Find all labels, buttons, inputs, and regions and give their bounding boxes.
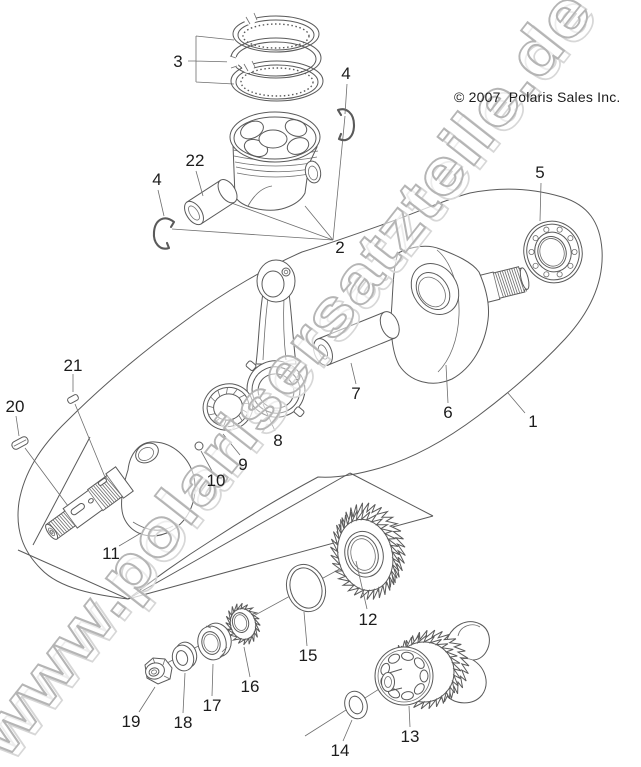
copyright-notice: © 2007 Polaris Sales Inc. [454,89,621,105]
castellation-notches [206,626,227,657]
callout-balance-washer: 14 [331,741,350,760]
left-counterweight [121,442,195,536]
spanner-nut [194,620,235,663]
circlip-left [154,218,174,248]
balance-shaft [375,622,489,709]
parts [11,13,591,722]
rod-beam [256,293,296,364]
ring-set-bracket [188,36,234,84]
lock-washer [221,599,265,649]
callout-flat-washer: 18 [174,713,193,732]
crankpin-bore-boss [401,254,468,323]
callout-circlip-left: 4 [152,170,161,189]
section-fold-line [33,437,90,545]
callout-needle-bearing: 9 [238,455,247,474]
connecting-rod [239,260,313,425]
callout-crankpin: 7 [351,384,360,403]
piston-ring-set [227,13,323,101]
woodruff-key-small [67,394,80,404]
crankpin [310,309,403,368]
callout-dowel-pin: 10 [207,471,226,490]
compression-ring-top [233,16,319,52]
callout-main-bearing: 5 [535,163,544,182]
piston-crown-detail [238,117,311,160]
balance-washer [341,688,371,721]
woodruff-key [11,435,30,450]
rod-big-end [239,353,313,425]
callout-woodruff-key-small: 21 [64,356,83,375]
right-shaft [476,264,532,303]
gear-section-boundary [18,473,433,599]
piston-skirt [233,145,317,210]
callout-hex-nut: 19 [122,712,141,731]
callout-crankshaft-assembly: 1 [528,412,537,431]
left-shaft [40,467,133,546]
callout-piston-pin: 22 [186,151,205,170]
piston-pin [181,176,241,228]
balance-shaft-stub [382,673,395,692]
piston [230,112,323,210]
needle-bearing [198,378,258,435]
skirt-arch [248,186,272,206]
o-ring [281,559,332,616]
callout-crankshaft-left-half: 11 [102,544,120,563]
callout-connecting-rod: 8 [273,431,282,450]
piston-group-fan-lines [172,116,345,240]
main-bearing [516,214,590,291]
callout-spanner-nut: 17 [203,696,222,715]
crankcase-envelope-outline [18,189,602,599]
hex-nut [144,658,172,684]
keyway-slot [70,502,86,516]
callout-primary-drive-gear: 12 [359,610,378,629]
crankpin-bore-boss-left [132,439,162,467]
circlip-right [338,109,354,140]
callout-piston-ring-set: 3 [173,52,182,71]
flat-washer [169,640,199,674]
bearing-balls [529,227,577,277]
callout-piston-assembly: 2 [335,238,344,257]
leader-lines [16,84,541,741]
crankshaft-left-half [40,439,195,546]
oil-control-ring [231,61,323,101]
roller-cage-bars [203,383,253,431]
rod-oil-hole [282,268,290,276]
callout-o-ring: 15 [299,646,318,665]
counterweight-crease [437,250,459,372]
callout-balance-shaft-gear: 13 [401,727,420,746]
callout-woodruff-key: 20 [6,397,25,416]
dowel-pin [195,442,203,450]
callout-circlip-right: 4 [341,64,350,83]
primary-drive-gear [320,495,416,607]
callout-crankshaft-right-half: 6 [443,403,452,422]
callout-lock-washer: 16 [241,677,260,696]
crankshaft-right-half [391,246,531,383]
